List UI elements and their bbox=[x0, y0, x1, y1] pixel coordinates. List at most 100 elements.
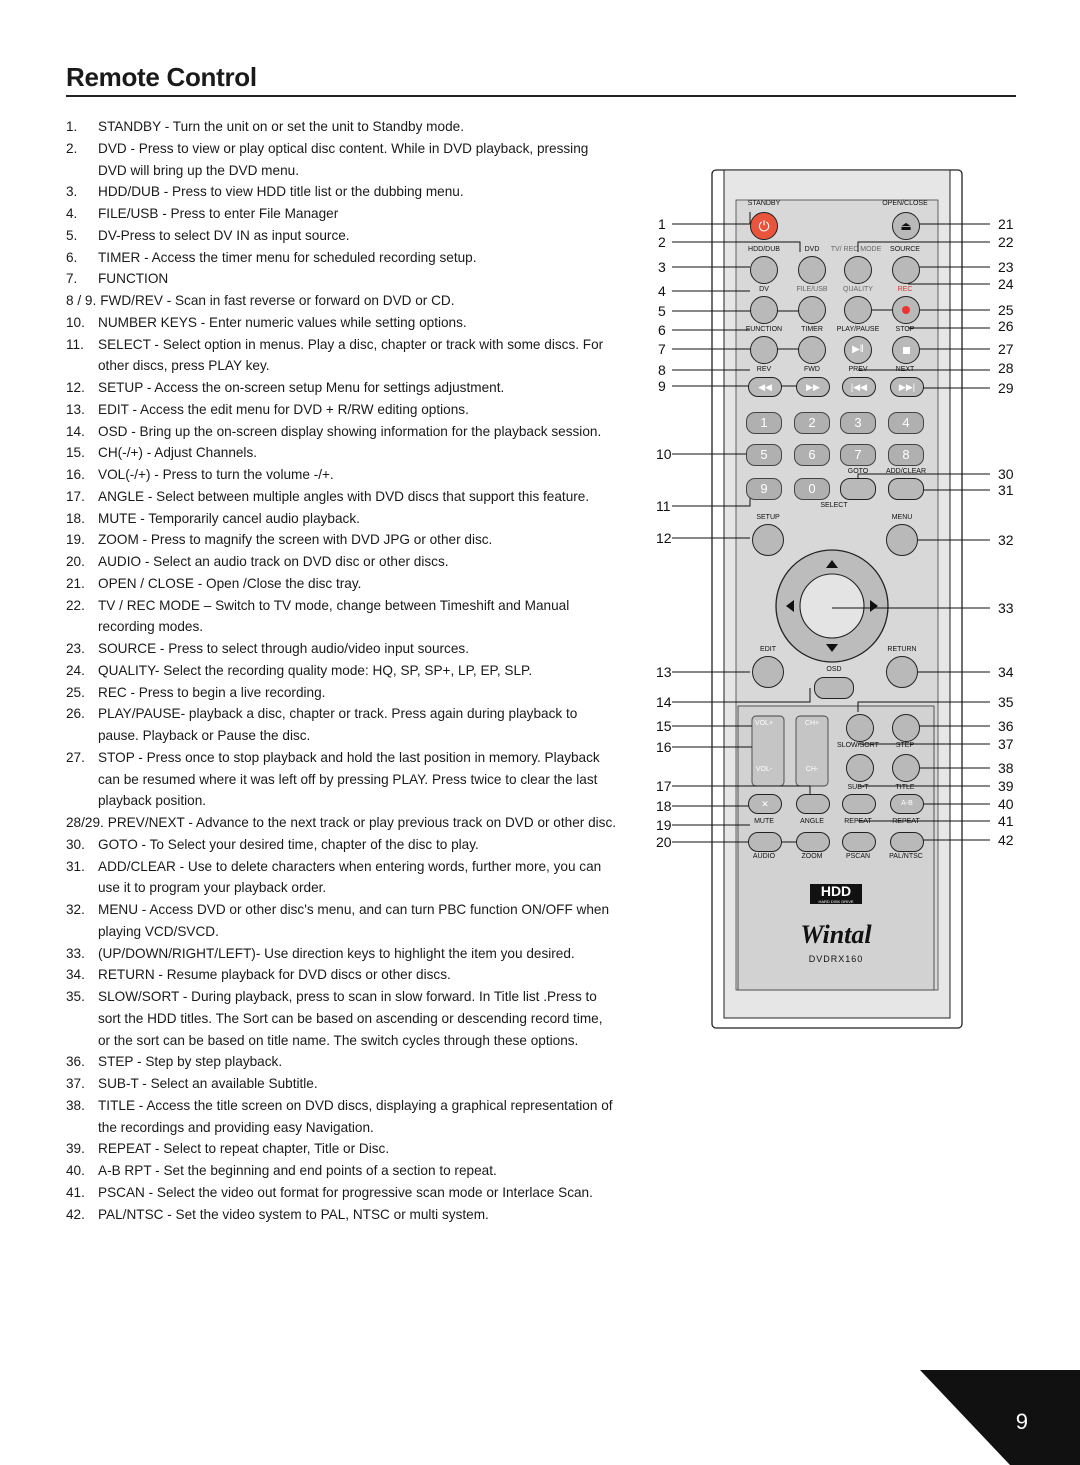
hdd-dub-button[interactable] bbox=[750, 256, 778, 284]
number-key-3[interactable]: 3 bbox=[840, 412, 876, 434]
dvd-button[interactable] bbox=[798, 256, 826, 284]
label-slow-sort: SLOW/SORT bbox=[837, 742, 879, 749]
menu-button[interactable] bbox=[886, 524, 918, 556]
callout-17: 17 bbox=[656, 778, 672, 794]
item-number: 17. bbox=[66, 488, 85, 504]
callout-31: 31 bbox=[998, 482, 1014, 498]
return-button[interactable] bbox=[886, 656, 918, 688]
number-key-8[interactable]: 8 bbox=[888, 444, 924, 466]
dv-button[interactable] bbox=[750, 296, 778, 324]
quality-button[interactable] bbox=[844, 296, 872, 324]
callout-21: 21 bbox=[998, 216, 1014, 232]
number-key-5[interactable]: 5 bbox=[746, 444, 782, 466]
step-button[interactable] bbox=[892, 714, 920, 742]
fwd-button[interactable]: ▶▶ bbox=[796, 377, 830, 397]
dpad-select-button[interactable] bbox=[810, 584, 854, 628]
description-item: 16.VOL(-/+) - Press to turn the volume -… bbox=[66, 464, 618, 486]
dpad-right-button[interactable] bbox=[862, 588, 886, 624]
item-text: OPEN / CLOSE - Open /Close the disc tray… bbox=[98, 575, 362, 591]
number-key-9[interactable]: 9 bbox=[746, 478, 782, 500]
timer-button[interactable] bbox=[798, 336, 826, 364]
item-text: ADD/CLEAR - Use to delete characters whe… bbox=[98, 858, 602, 896]
label-standby: STANDBY bbox=[747, 200, 781, 207]
angle-button[interactable] bbox=[796, 794, 830, 814]
item-number: 10. bbox=[66, 314, 85, 330]
item-number: 33. bbox=[66, 945, 85, 961]
subt-button[interactable] bbox=[846, 754, 874, 782]
dpad-down-button[interactable] bbox=[814, 636, 850, 660]
description-item: 41.PSCAN - Select the video out format f… bbox=[66, 1182, 618, 1204]
dpad-up-button[interactable] bbox=[814, 552, 850, 576]
open-close-button[interactable]: ⏏ bbox=[892, 212, 920, 240]
number-key-0[interactable]: 0 bbox=[794, 478, 830, 500]
channel-rocker[interactable] bbox=[796, 716, 828, 786]
label-pscan: PSCAN bbox=[845, 853, 871, 860]
description-item: 37.SUB-T - Select an available Subtitle. bbox=[66, 1073, 618, 1095]
tv-rec-mode-button[interactable] bbox=[844, 256, 872, 284]
edit-button[interactable] bbox=[752, 656, 784, 688]
item-text: GOTO - To Select your desired time, chap… bbox=[98, 836, 479, 852]
label-play-pause: PLAY/PAUSE bbox=[836, 326, 880, 333]
description-item: 8 / 9.FWD/REV - Scan in fast reverse or … bbox=[66, 290, 618, 312]
callout-38: 38 bbox=[998, 760, 1014, 776]
item-number: 7. bbox=[66, 271, 78, 287]
number-key-1[interactable]: 1 bbox=[746, 412, 782, 434]
item-number: 6. bbox=[66, 249, 78, 265]
item-number: 12. bbox=[66, 380, 85, 395]
prev-button[interactable]: |◀◀ bbox=[842, 377, 876, 397]
item-number: 15. bbox=[66, 445, 85, 461]
standby-button[interactable]: ⏻ bbox=[750, 212, 778, 240]
callout-24: 24 bbox=[998, 276, 1014, 292]
hdd-logo: HDD bbox=[820, 883, 852, 899]
slow-sort-button[interactable] bbox=[846, 714, 874, 742]
page-title: Remote Control bbox=[66, 62, 257, 92]
callout-lines-right bbox=[832, 214, 990, 841]
volume-rocker[interactable] bbox=[752, 716, 784, 786]
number-key-6[interactable]: 6 bbox=[794, 444, 830, 466]
source-button[interactable] bbox=[892, 256, 920, 284]
ab-repeat-button[interactable]: A-B bbox=[890, 794, 924, 814]
repeat-button[interactable] bbox=[842, 794, 876, 814]
description-item: 40.A-B RPT - Set the beginning and end p… bbox=[66, 1160, 618, 1182]
description-item: 42.PAL/NTSC - Set the video system to PA… bbox=[66, 1204, 618, 1226]
fast-forward-icon: ▶▶ bbox=[806, 382, 820, 392]
osd-button[interactable] bbox=[814, 677, 854, 699]
title-button[interactable] bbox=[892, 754, 920, 782]
number-key-7[interactable]: 7 bbox=[840, 444, 876, 466]
rec-button[interactable] bbox=[892, 296, 920, 324]
add-clear-button[interactable] bbox=[888, 478, 924, 500]
pscan-button[interactable] bbox=[842, 832, 876, 852]
label-angle: ANGLE bbox=[800, 818, 824, 825]
item-text: TITLE - Access the title screen on DVD d… bbox=[98, 1097, 613, 1135]
function-button[interactable] bbox=[750, 336, 778, 364]
audio-button[interactable] bbox=[748, 832, 782, 852]
callout-40: 40 bbox=[998, 796, 1014, 812]
label-menu: MENU bbox=[891, 514, 913, 521]
stop-button[interactable] bbox=[892, 336, 920, 364]
number-key-2[interactable]: 2 bbox=[794, 412, 830, 434]
dpad-left-button[interactable] bbox=[778, 588, 802, 624]
description-item: 18.MUTE - Temporarily cancel audio playb… bbox=[66, 508, 618, 530]
goto-button[interactable] bbox=[840, 478, 876, 500]
callout-3: 3 bbox=[658, 259, 666, 275]
pal-ntsc-button[interactable] bbox=[890, 832, 924, 852]
callout-12: 12 bbox=[656, 530, 672, 546]
callout-9: 9 bbox=[658, 378, 666, 394]
setup-button[interactable] bbox=[752, 524, 784, 556]
file-usb-button[interactable] bbox=[798, 296, 826, 324]
mute-button[interactable]: ✕ bbox=[748, 794, 782, 814]
label-setup: SETUP bbox=[756, 514, 780, 521]
play-pause-button[interactable]: ▶‖ bbox=[844, 336, 872, 364]
description-item: 32.MENU - Access DVD or other disc's men… bbox=[66, 899, 618, 943]
description-item: 23.SOURCE - Press to select through audi… bbox=[66, 638, 618, 660]
item-number: 22. bbox=[66, 597, 85, 613]
item-text: SELECT - Select option in menus. Play a … bbox=[98, 336, 604, 374]
description-item: 24.QUALITY- Select the recording quality… bbox=[66, 660, 618, 682]
number-key-4[interactable]: 4 bbox=[888, 412, 924, 434]
rev-button[interactable]: ◀◀ bbox=[748, 377, 782, 397]
item-number: 18. bbox=[66, 510, 85, 526]
item-number: 31. bbox=[66, 858, 85, 874]
zoom-button[interactable] bbox=[796, 832, 830, 852]
next-button[interactable]: ▶▶| bbox=[890, 377, 924, 397]
description-item: 21.OPEN / CLOSE - Open /Close the disc t… bbox=[66, 573, 618, 595]
